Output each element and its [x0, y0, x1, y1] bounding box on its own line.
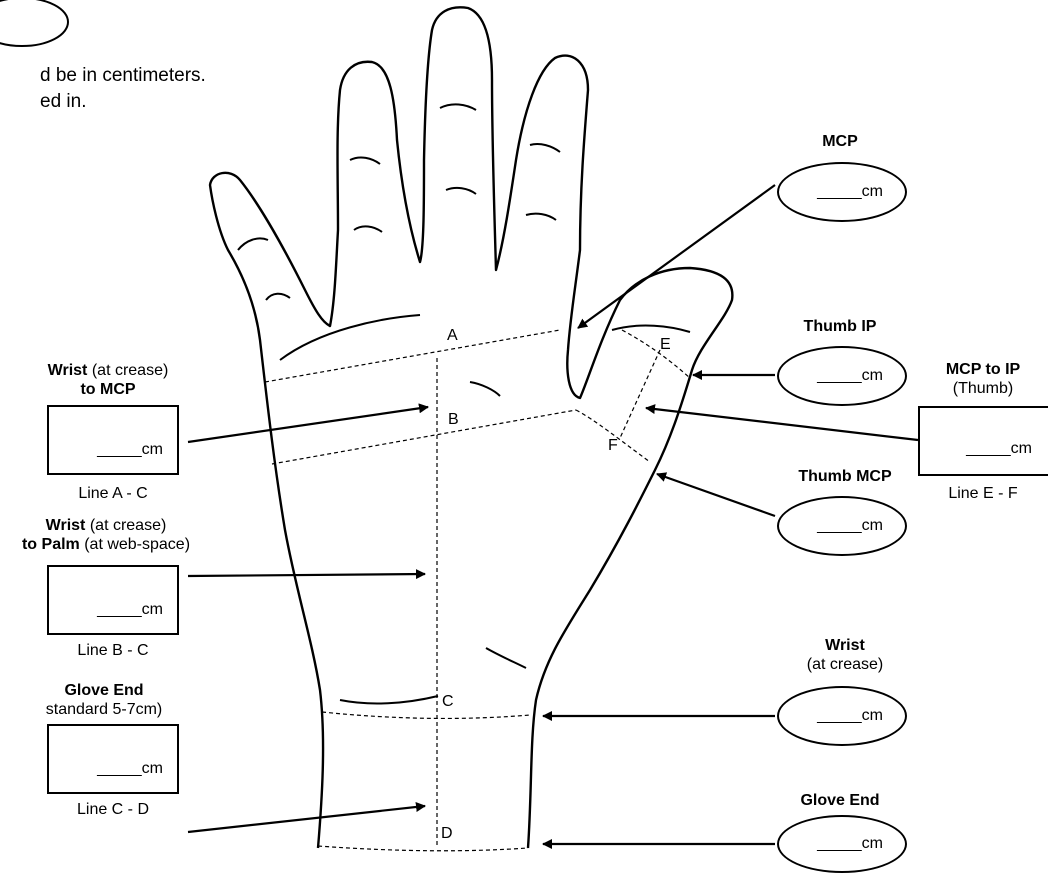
- thumb-ip-cm: _____cm: [817, 367, 883, 384]
- wrist-bold: Wrist: [825, 637, 865, 654]
- line-e-f-caption: Line E - F: [948, 485, 1018, 502]
- wrist-palm-rest: (at crease): [85, 517, 167, 534]
- mcp-to-ip-box[interactable]: _____cm: [918, 406, 1048, 476]
- wrist-mcp-box[interactable]: _____cm: [47, 405, 179, 475]
- point-b: B: [448, 411, 459, 428]
- left-glove-end-label: Glove End standard 5-7cm): [14, 681, 194, 719]
- mcp-cm: _____cm: [817, 183, 883, 200]
- point-e: E: [660, 336, 671, 353]
- point-d: D: [441, 825, 453, 842]
- point-c: C: [442, 693, 454, 710]
- wrist-crease: (at crease): [806, 656, 884, 673]
- mcp-to-ip-bold: MCP to IP: [945, 361, 1021, 378]
- hand-outline: [208, 6, 734, 849]
- wrist-mcp-cm: _____cm: [97, 441, 163, 458]
- wrist-label: Wrist (at crease): [790, 636, 900, 674]
- glove-end-box[interactable]: _____cm: [47, 724, 179, 794]
- right-glove-end-label: Glove End: [800, 792, 880, 809]
- header-line-2: ed in.: [40, 91, 87, 112]
- mcp-to-ip-thumb: (Thumb): [952, 380, 1014, 397]
- point-a: A: [447, 327, 458, 344]
- top-oval-partial: [0, 0, 69, 47]
- measure-lines: [264, 329, 691, 852]
- glove-end-cm: _____cm: [97, 760, 163, 777]
- wrist-mcp-bold: Wrist: [47, 362, 88, 379]
- glove-end-oval-cm: _____cm: [817, 835, 883, 852]
- mcp-oval[interactable]: _____cm: [777, 162, 907, 222]
- thumb-mcp-cm: _____cm: [817, 517, 883, 534]
- line-a-c-caption: Line A - C: [78, 485, 148, 502]
- wrist-palm-label: Wrist (at crease) to Palm (at web-space): [6, 516, 206, 554]
- thumb-ip-oval[interactable]: _____cm: [777, 346, 907, 406]
- mcp-label: MCP: [822, 133, 858, 150]
- left-glove-end-bold: Glove End: [64, 682, 144, 699]
- thumb-mcp-label: Thumb MCP: [798, 468, 892, 485]
- line-b-c-caption: Line B - C: [77, 642, 149, 659]
- point-f: F: [608, 437, 618, 454]
- mcp-to-ip-label: MCP to IP (Thumb): [918, 360, 1048, 398]
- left-glove-end-standard: standard 5-7cm): [45, 701, 163, 718]
- pointer-arrows: [187, 184, 919, 849]
- wrist-palm-bold: Wrist: [45, 517, 86, 534]
- wrist-mcp-rest: (at crease): [87, 362, 169, 379]
- wrist-palm-rest2: (at web-space): [79, 536, 191, 553]
- wrist-palm-cm: _____cm: [97, 601, 163, 618]
- wrist-mcp-label: Wrist (at crease) to MCP: [28, 361, 188, 399]
- wrist-palm-box[interactable]: _____cm: [47, 565, 179, 635]
- wrist-palm-bold2: to Palm: [21, 536, 80, 553]
- thumb-ip-label: Thumb IP: [803, 318, 877, 335]
- wrist-cm: _____cm: [817, 707, 883, 724]
- header-line-1: d be in centimeters.: [40, 65, 206, 86]
- mcp-to-ip-cm: _____cm: [966, 440, 1032, 457]
- wrist-oval[interactable]: _____cm: [777, 686, 907, 746]
- hand-creases: [237, 103, 691, 705]
- thumb-mcp-oval[interactable]: _____cm: [777, 496, 907, 556]
- wrist-mcp-bold2: to MCP: [80, 381, 136, 398]
- line-c-d-caption: Line C - D: [76, 801, 150, 818]
- glove-end-oval[interactable]: _____cm: [777, 815, 907, 873]
